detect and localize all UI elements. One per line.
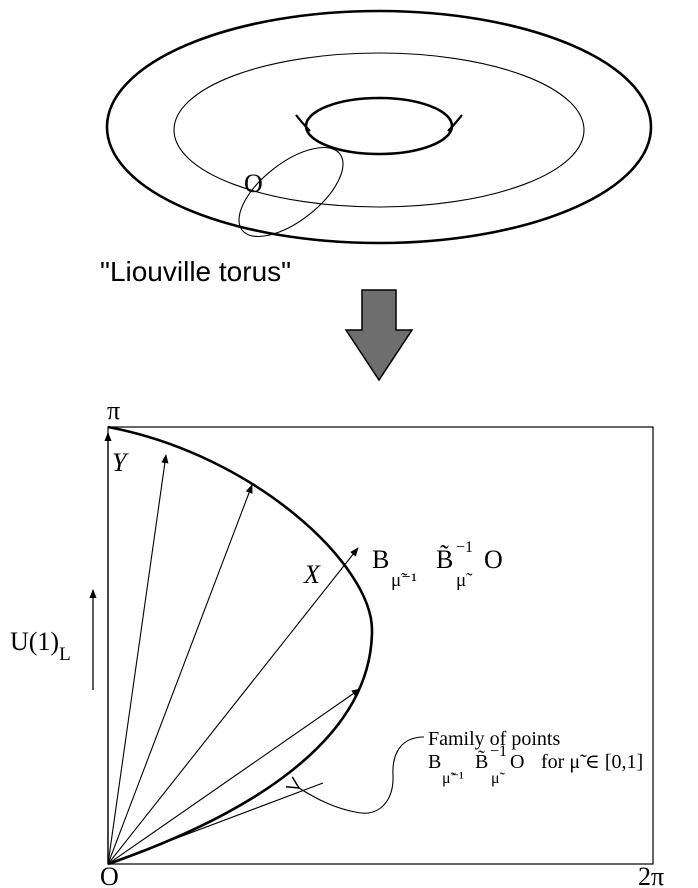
u1-label-sub: L — [59, 644, 71, 665]
vector-6 — [107, 782, 324, 865]
curve-label: B μ̃⁻¹ B̃ −1 μ̃ O — [372, 539, 503, 591]
annotation-o: O — [510, 751, 524, 773]
annotation-pointer — [299, 736, 425, 814]
annotation-sup: −1 — [490, 743, 507, 760]
u1-side-label: U(1)L — [10, 627, 71, 665]
plot-frame — [107, 426, 654, 865]
curve-label-o: O — [484, 545, 503, 574]
curve-label-btilde: B̃ — [436, 545, 453, 574]
annotation-b: B — [428, 751, 441, 773]
annotation-btilde: B̃ — [475, 749, 488, 773]
phase-plot: π O 2π U(1)L Y X B μ̃⁻¹ B̃ −1 μ̃ O Famil… — [10, 396, 664, 888]
curve-label-b: B — [372, 545, 389, 574]
curve-label-sup: −1 — [456, 539, 473, 556]
right-label-2pi: 2π — [638, 862, 664, 888]
family-annotation: Family of points B μ̃⁻¹ B̃ −1 μ̃ O for μ… — [299, 728, 643, 814]
annotation-sub: μ̃⁻¹ — [442, 770, 464, 787]
curve-label-sub: μ̃⁻¹ — [391, 570, 417, 591]
vector-2 — [107, 454, 169, 865]
curve-label-sub2: μ̃ — [456, 570, 473, 591]
torus-outer-rim — [105, 9, 653, 245]
vector-3 — [107, 484, 253, 865]
vector-y-label: Y — [112, 448, 129, 477]
torus-middle-circle — [173, 52, 585, 208]
torus-hole-left-edge — [295, 114, 311, 132]
top-label-pi: π — [107, 396, 120, 425]
torus-caption: "Liouville torus" — [100, 256, 291, 287]
vector-x — [107, 547, 359, 865]
origin-label: O — [100, 862, 119, 888]
family-curve — [107, 425, 374, 866]
u1-label-main: U(1) — [10, 627, 59, 656]
annotation-rest: for μ̃ ∈ [0,1] — [541, 751, 643, 773]
vector-5 — [107, 688, 361, 865]
liouville-torus: O — [105, 9, 653, 245]
annotation-sub2: μ̃ — [491, 770, 506, 787]
torus-hole — [304, 96, 454, 156]
down-arrow — [344, 289, 414, 382]
torus-point-label: O — [244, 169, 263, 198]
annotation-line1: Family of points — [428, 728, 560, 750]
torus-cycle-circle — [238, 146, 344, 238]
torus-hole-right-edge — [447, 114, 463, 132]
vector-x-label: X — [303, 560, 321, 589]
